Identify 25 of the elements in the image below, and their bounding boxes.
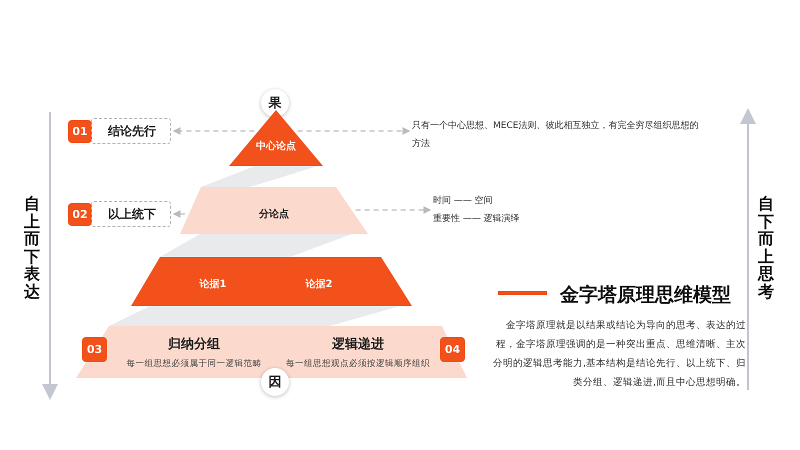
description-text: 只有一个中心思想、MECE法则、彼此相互独立，有完全穷尽组织思想的方法: [412, 120, 700, 151]
tier-label: 中心论点: [256, 139, 296, 153]
group-description: 每一组思想必须属于同一逻辑范畴: [126, 358, 262, 370]
group-heading: 归纳分组: [168, 336, 220, 353]
circle-marker: 因: [261, 368, 289, 396]
number-badge: 01: [68, 120, 92, 143]
dashed-arrow: [172, 127, 254, 135]
description-paragraph: 金字塔原理就是以结果或结论为导向的思考、表达的过程，金字塔原理强调的是一种突出重点、思维清晰、主次分明的逻辑思考能力,基本结构是结论先行、以上统下、归类分组、逻辑递进,而且中心思想明确。: [492, 319, 746, 390]
dashed-arrow: [172, 210, 185, 218]
axis-label: 自上而下表达: [24, 195, 40, 301]
description-text: 时间 —— 空间: [433, 194, 494, 208]
principle-label: 结论先行: [91, 118, 171, 144]
circle-marker: 果: [261, 89, 289, 117]
title: 金字塔原理思维模型: [560, 283, 731, 308]
description-text: 重要性 —— 逻辑演绎: [433, 212, 521, 226]
tier-label: 论据1: [200, 278, 226, 291]
number-badge: 02: [68, 203, 92, 226]
tier-label: 分论点: [259, 208, 289, 221]
principle-label: 以上统下: [91, 201, 171, 227]
axis-label: 自下而上思考: [758, 195, 774, 301]
tier-label: 论据2: [306, 278, 332, 291]
group-description: 每一组思想观点必须按逻辑顺序组织: [286, 358, 430, 370]
dashed-arrow: [298, 127, 410, 135]
dashed-arrow: [356, 206, 432, 214]
group-heading: 逻辑递进: [332, 336, 384, 353]
